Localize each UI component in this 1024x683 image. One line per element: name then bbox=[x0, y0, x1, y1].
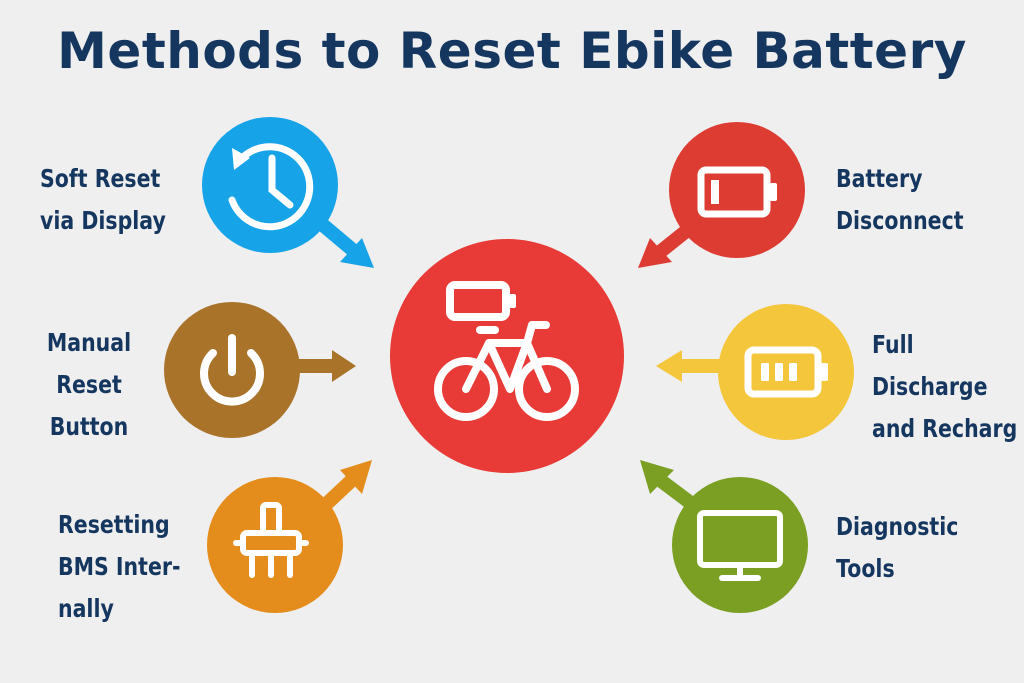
full-discharge-label: Full Discharge and Recharg bbox=[872, 324, 1017, 450]
battery-empty-icon bbox=[697, 166, 777, 218]
bms-line3: nally bbox=[58, 594, 114, 623]
manual-reset-line2: Reset bbox=[56, 370, 122, 399]
soft-reset-line2: via Display bbox=[40, 206, 166, 235]
manual-reset-label: Manual Reset Button bbox=[44, 322, 134, 448]
bms-line2: BMS Inter- bbox=[58, 552, 181, 581]
battery-disconnect-line1: Battery bbox=[836, 164, 923, 193]
manual-reset-line1: Manual bbox=[46, 328, 132, 357]
battery-disconnect-label: Battery Disconnect bbox=[836, 158, 964, 242]
soft-reset-line1: Soft Reset bbox=[40, 164, 161, 193]
full-discharge-node bbox=[656, 304, 854, 440]
center-node bbox=[390, 239, 624, 473]
battery-disconnect-line2: Disconnect bbox=[836, 206, 964, 235]
diagnostic-label: Diagnostic Tools bbox=[836, 506, 958, 590]
ebike-battery-icon bbox=[434, 281, 579, 421]
power-icon bbox=[200, 334, 264, 406]
monitor-icon bbox=[697, 510, 783, 581]
full-discharge-line3: and Recharg bbox=[872, 414, 1018, 443]
diagnostic-line1: Diagnostic bbox=[836, 512, 959, 541]
bms-line1: Resetting bbox=[58, 510, 170, 539]
soft-reset-node bbox=[202, 117, 374, 268]
diagnostic-line2: Tools bbox=[836, 554, 895, 583]
full-discharge-line2: Discharge bbox=[872, 372, 988, 401]
manual-reset-line3: Button bbox=[49, 412, 129, 441]
battery-disconnect-node bbox=[638, 122, 805, 268]
battery-full-icon bbox=[744, 346, 828, 398]
bms-node bbox=[207, 460, 372, 613]
soft-reset-label: Soft Reset via Display bbox=[40, 158, 166, 242]
diagnostic-node bbox=[640, 460, 808, 613]
full-discharge-line1: Full bbox=[872, 330, 914, 359]
clock-icon bbox=[228, 143, 314, 231]
brush-icon bbox=[233, 502, 309, 578]
manual-reset-node bbox=[164, 302, 356, 438]
bms-label: Resetting BMS Inter- nally bbox=[58, 504, 180, 630]
page-title: Methods to Reset Ebike Battery bbox=[57, 22, 967, 80]
